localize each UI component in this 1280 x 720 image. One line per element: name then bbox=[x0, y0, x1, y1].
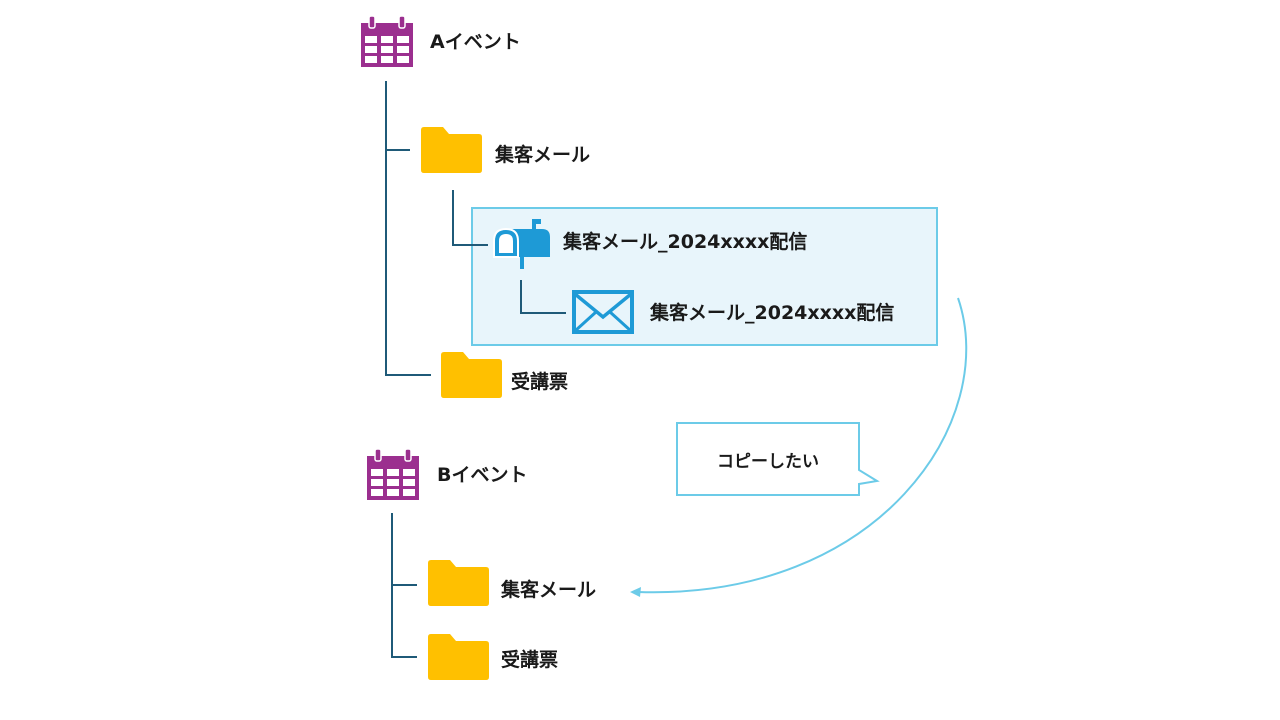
speech-bubble bbox=[676, 422, 880, 496]
calendar-icon bbox=[366, 449, 420, 501]
mailbox-delivery-label: 集客メール_2024xxxx配信 bbox=[563, 231, 808, 253]
folder-mail-label: 集客メール bbox=[495, 144, 591, 166]
folder-icon bbox=[439, 351, 503, 399]
mailbox-icon bbox=[490, 217, 554, 271]
highlighted-mail-group bbox=[471, 207, 938, 346]
folder-ticket-label: 受講票 bbox=[511, 371, 569, 393]
calendar-icon bbox=[360, 16, 414, 68]
event-b-title: Bイベント bbox=[437, 464, 528, 486]
envelope-delivery-label: 集客メール_2024xxxx配信 bbox=[650, 302, 895, 324]
folder-icon bbox=[426, 633, 490, 681]
arrowhead-icon bbox=[630, 587, 641, 597]
folder-icon bbox=[426, 559, 490, 607]
event-a-title: Aイベント bbox=[430, 31, 521, 53]
callout-text: コピーしたい bbox=[717, 451, 819, 472]
folder-mail-label: 集客メール bbox=[501, 579, 597, 601]
folder-icon bbox=[419, 126, 483, 174]
envelope-icon bbox=[572, 290, 634, 334]
folder-ticket-label: 受講票 bbox=[501, 649, 559, 671]
